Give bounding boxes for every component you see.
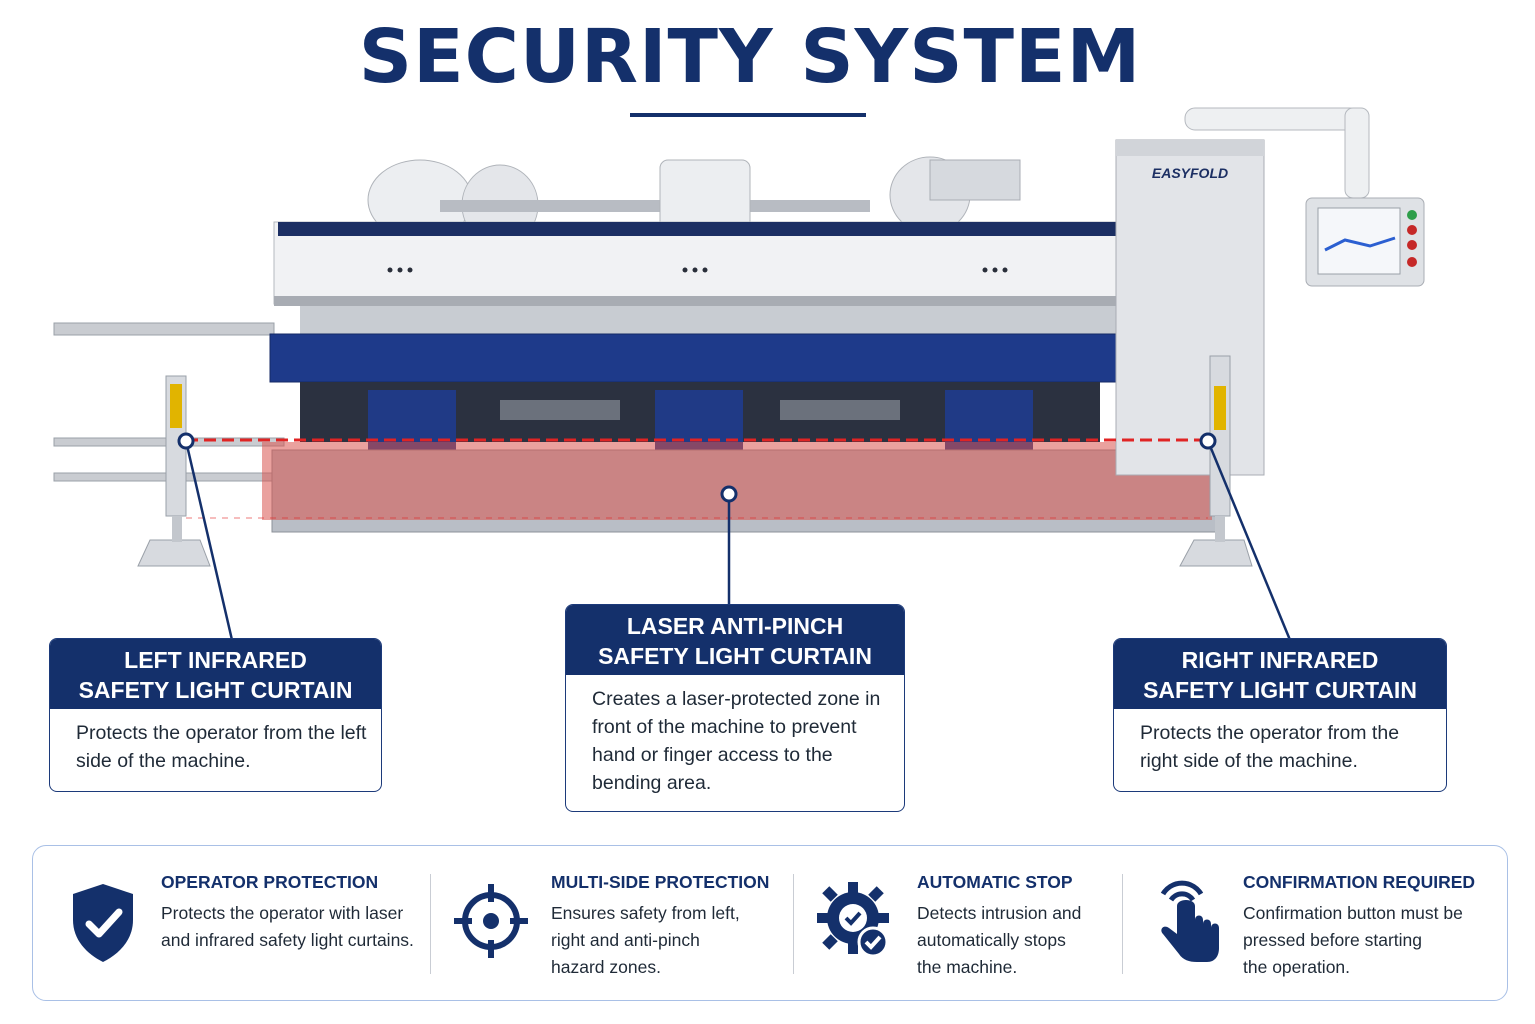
gear-check-icon [817,882,889,958]
machine-illustration: EASYFOLD [53,107,1425,641]
laser-zone-marker [720,485,738,503]
left-light-curtain-post [137,375,211,567]
feature-desc: Ensures safety from left, right and anti… [551,903,740,977]
control-cabinet: EASYFOLD [1115,139,1265,476]
callout-heading: LEFT INFRARED SAFETY LIGHT CURTAIN [50,639,381,709]
feature-title: OPERATOR PROTECTION [161,872,379,892]
feature-confirmation-required: CONFIRMATION REQUIRED Confirmation butto… [1123,846,1505,1000]
blue-clamping-beam [269,333,1127,383]
feature-automatic-stop: AUTOMATIC STOP Detects intrusion and aut… [793,846,1123,1000]
feature-strip: OPERATOR PROTECTION Protects the operato… [32,845,1508,1001]
feature-divider [430,874,431,974]
laser-anti-pinch-callout: LASER ANTI-PINCH SAFETY LIGHT CURTAIN Cr… [565,604,905,812]
laser-protected-zone [262,442,1212,520]
feature-divider [793,874,794,974]
callout-heading: LASER ANTI-PINCH SAFETY LIGHT CURTAIN [566,605,904,675]
feature-title: AUTOMATIC STOP [917,872,1073,892]
upper-beam [273,221,1125,336]
callout-leaders [184,440,1292,641]
feature-desc: Confirmation button must be pressed befo… [1243,903,1463,977]
crosshair-target-icon [454,884,528,958]
callout-body: Creates a laser-protected zone in front … [592,688,881,794]
right-infrared-callout: RIGHT INFRARED SAFETY LIGHT CURTAIN Prot… [1113,638,1447,792]
feature-desc: Detects intrusion and automatically stop… [917,903,1082,977]
feature-multi-side-protection: MULTI-SIDE PROTECTION Ensures safety fro… [431,846,793,1000]
page-title: SECURITY SYSTEM [358,14,1142,100]
feature-operator-protection: OPERATOR PROTECTION Protects the operato… [33,846,431,1000]
shield-check-icon [73,884,133,962]
right-curtain-marker [1199,432,1217,450]
callout-body: Protects the operator from the left side… [76,722,367,772]
feature-title: CONFIRMATION REQUIRED [1243,872,1476,892]
brand-label: EASYFOLD [1152,165,1228,181]
callout-heading: RIGHT INFRARED SAFETY LIGHT CURTAIN [1114,639,1446,709]
hmi-pendant [1184,107,1425,287]
left-infrared-callout: LEFT INFRARED SAFETY LIGHT CURTAIN Prote… [49,638,382,792]
left-curtain-marker [177,432,195,450]
hand-press-icon [1160,880,1219,962]
feature-divider [1122,874,1123,974]
title-underline [630,113,866,117]
callout-body: Protects the operator from the right sid… [1140,722,1400,772]
feature-desc: Protects the operator with laser and inf… [161,903,414,950]
feature-title: MULTI-SIDE PROTECTION [551,872,770,892]
right-light-curtain-post [1179,355,1253,567]
